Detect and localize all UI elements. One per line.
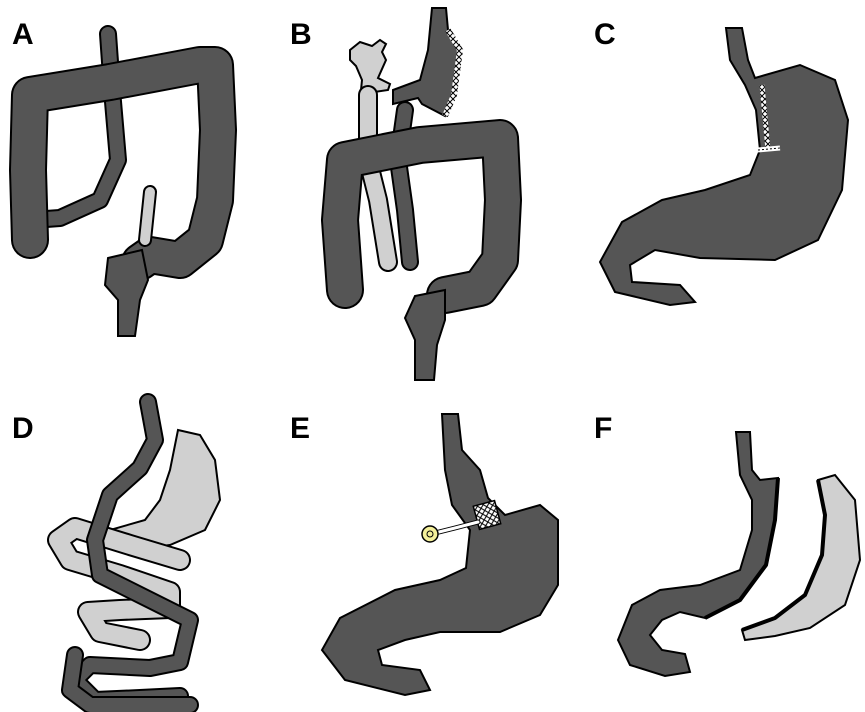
panel-b-illustration [340,8,503,380]
panel-label-a: A [12,18,34,51]
panel-label-f: F [594,412,612,445]
band-port-icon [422,526,438,542]
panel-f-illustration [618,432,860,676]
panel-label-e: E [290,412,310,445]
panel-label-d: D [12,412,34,445]
panel-label-c: C [594,18,616,51]
panel-label-b: B [290,18,312,51]
panel-e-illustration [322,414,558,695]
panel-a-illustration [28,34,218,336]
panel-c-illustration [600,28,848,305]
panel-d-illustration [58,402,220,705]
